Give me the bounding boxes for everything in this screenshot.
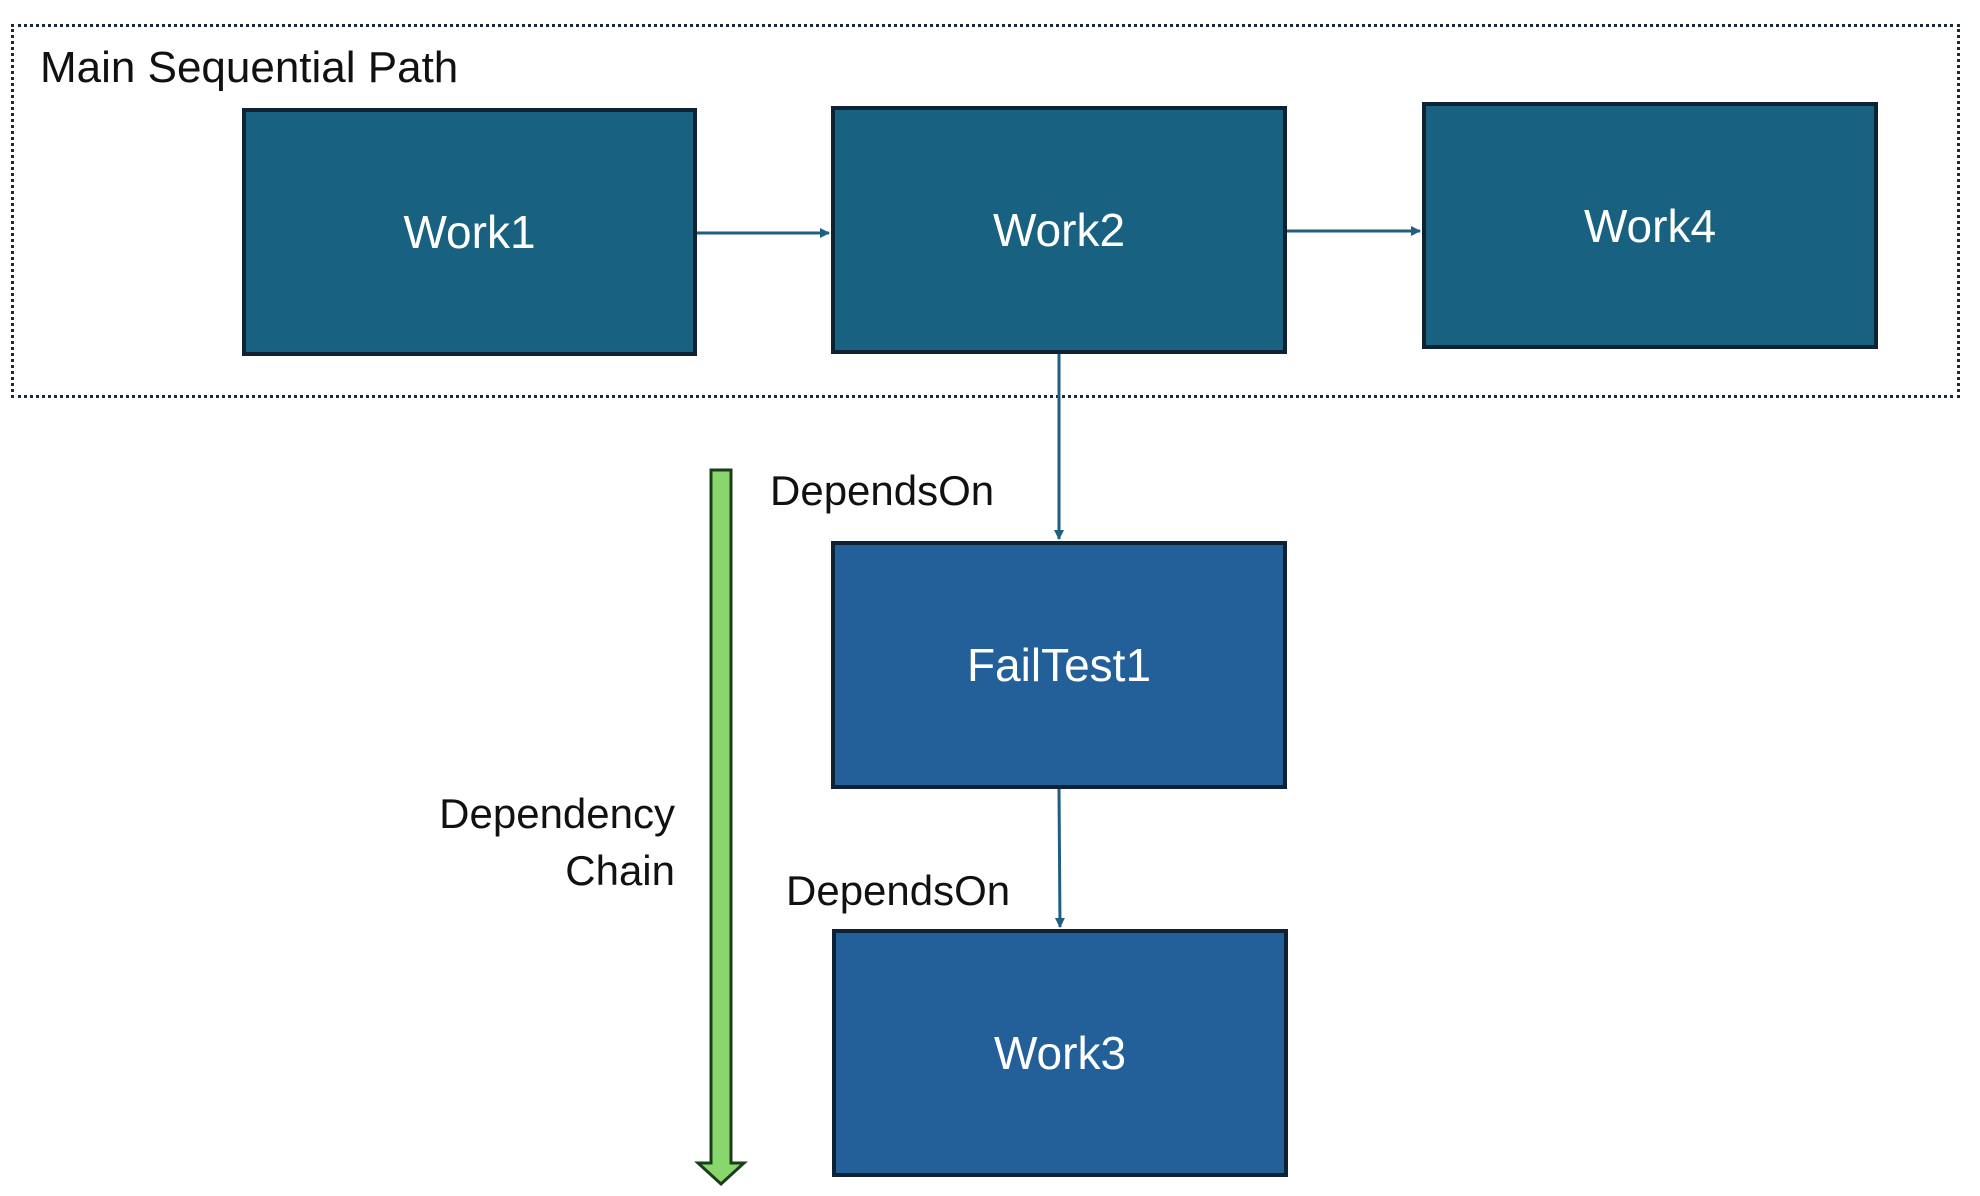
node-work1[interactable]: Work1 <box>242 108 697 356</box>
depends-on-label-1: DependsOn <box>770 467 995 514</box>
node-failtest1[interactable]: FailTest1 <box>831 541 1287 789</box>
edge-failtest1-to-work3 <box>1054 788 1065 928</box>
dependency-chain-label-line1: Dependency <box>439 790 675 837</box>
dependency-chain-label: Dependency Chain <box>355 785 675 899</box>
group-title: Main Sequential Path <box>40 43 459 92</box>
main-sequential-path-group <box>11 24 1960 398</box>
node-work4[interactable]: Work4 <box>1422 102 1878 349</box>
depends-on-label-2: DependsOn <box>786 867 1011 914</box>
node-work3[interactable]: Work3 <box>832 929 1288 1177</box>
node-work2[interactable]: Work2 <box>831 106 1287 354</box>
dependency-chain-arrow <box>694 468 748 1187</box>
dependency-chain-label-line2: Chain <box>565 847 675 894</box>
